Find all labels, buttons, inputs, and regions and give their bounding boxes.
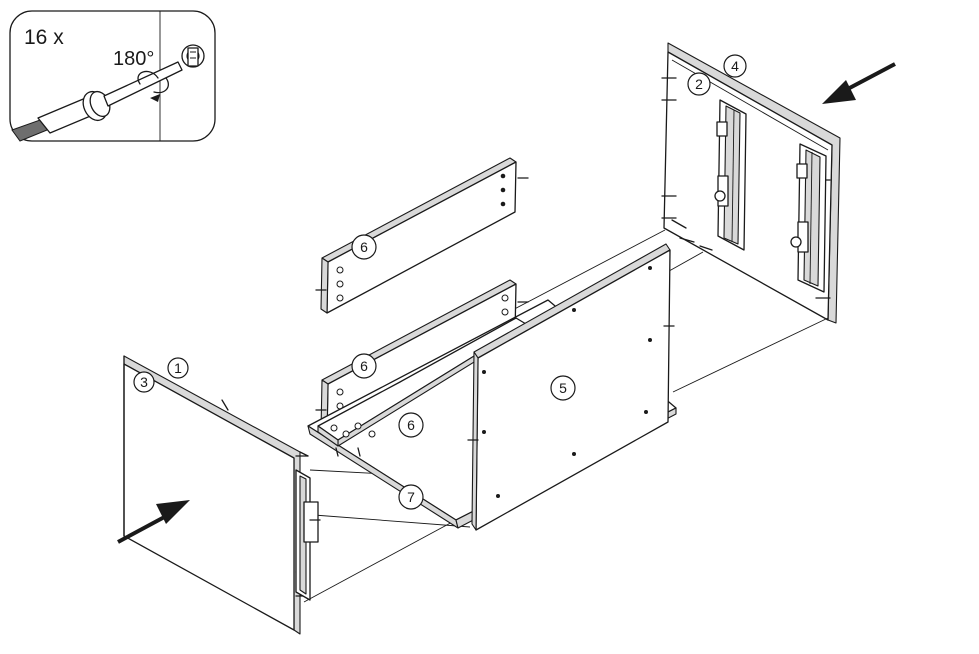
callout-6-top: 6 xyxy=(351,234,377,260)
cam-lock-icon xyxy=(181,44,205,68)
drawer-runner-right xyxy=(790,143,827,293)
callout-1-label: 1 xyxy=(174,360,182,376)
callout-6-middle: 6 xyxy=(351,353,377,379)
dowels-right-panel xyxy=(661,77,831,299)
inset-rotation-label: 180° xyxy=(113,48,154,70)
callout-3: 3 xyxy=(133,371,155,393)
callout-5: 5 xyxy=(550,375,576,401)
callout-3-label: 3 xyxy=(140,374,148,390)
callout-6-bottom: 6 xyxy=(398,412,424,438)
callout-4-label: 4 xyxy=(731,58,739,74)
drawer-runner-left xyxy=(714,99,747,251)
callout-2: 2 xyxy=(687,72,711,96)
push-arrow-left-icon xyxy=(117,500,190,544)
inset-detail: 16 x 180° xyxy=(9,10,216,142)
right-side-panel xyxy=(661,42,841,324)
callout-5-label: 5 xyxy=(559,380,567,396)
callout-7: 7 xyxy=(398,484,424,510)
left-side-panel xyxy=(123,355,321,635)
callout-6-top-label: 6 xyxy=(360,239,368,255)
callout-6-middle-label: 6 xyxy=(360,358,368,374)
rail-top xyxy=(315,157,529,314)
callout-2-label: 2 xyxy=(695,76,703,92)
callout-7-label: 7 xyxy=(407,489,415,505)
callout-1: 1 xyxy=(167,357,189,379)
drawer-runner-left-panel xyxy=(295,469,321,601)
callout-6-bottom-label: 6 xyxy=(407,417,415,433)
push-arrow-right-icon xyxy=(822,62,896,104)
callout-4: 4 xyxy=(723,54,747,78)
screwdriver-icon xyxy=(11,61,183,142)
inset-quantity-label: 16 x xyxy=(24,26,64,49)
